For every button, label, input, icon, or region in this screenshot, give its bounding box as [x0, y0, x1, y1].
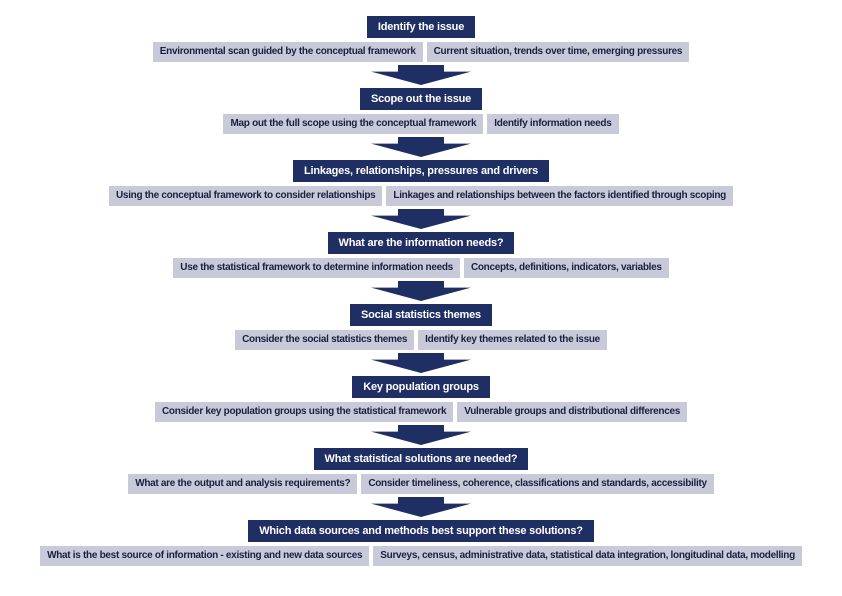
step-title-box: Social statistics themes [350, 304, 492, 326]
step-detail-left: Environmental scan guided by the concept… [152, 42, 423, 62]
down-arrow-icon [371, 65, 471, 85]
step-title-box: Linkages, relationships, pressures and d… [292, 160, 550, 182]
step-detail-right: Consider timeliness, coherence, classifi… [361, 474, 714, 494]
down-arrow-icon [371, 137, 471, 157]
flow-step-social-themes: Social statistics themes Consider the so… [235, 304, 607, 350]
step-details: Consider the social statistics themes Id… [235, 330, 607, 350]
step-details: Consider key population groups using the… [154, 402, 688, 422]
flow-step-linkages: Linkages, relationships, pressures and d… [109, 160, 733, 206]
flow-step-data-sources: Which data sources and methods best supp… [40, 520, 802, 566]
step-detail-left: Consider the social statistics themes [235, 330, 415, 350]
step-detail-left: Map out the full scope using the concept… [223, 114, 484, 134]
step-detail-right: Vulnerable groups and distributional dif… [457, 402, 688, 422]
flow-step-population-groups: Key population groups Consider key popul… [154, 376, 688, 422]
step-detail-right: Identify key themes related to the issue [418, 330, 607, 350]
step-detail-left: Using the conceptual framework to consid… [109, 186, 383, 206]
flow-step-information-needs: What are the information needs? Use the … [173, 232, 669, 278]
down-arrow-icon [371, 281, 471, 301]
step-title-box: Identify the issue [366, 16, 476, 38]
flow-step-identify-issue: Identify the issue Environmental scan gu… [152, 16, 690, 62]
process-flowchart: Identify the issue Environmental scan gu… [40, 16, 802, 566]
step-title-box: Key population groups [352, 376, 490, 398]
step-details: What is the best source of information -… [40, 546, 802, 566]
flow-step-statistical-solutions: What statistical solutions are needed? W… [128, 448, 714, 494]
step-details: Use the statistical framework to determi… [173, 258, 669, 278]
step-details: Environmental scan guided by the concept… [152, 42, 690, 62]
step-title-box: What are the information needs? [327, 232, 515, 254]
step-title-box: Scope out the issue [359, 88, 483, 110]
step-title-box: Which data sources and methods best supp… [248, 520, 594, 542]
down-arrow-icon [371, 497, 471, 517]
step-detail-right: Identify information needs [487, 114, 619, 134]
down-arrow-icon [371, 353, 471, 373]
flow-step-scope-issue: Scope out the issue Map out the full sco… [223, 88, 619, 134]
step-detail-left: What is the best source of information -… [40, 546, 370, 566]
step-detail-right: Surveys, census, administrative data, st… [373, 546, 802, 566]
step-detail-left: Use the statistical framework to determi… [173, 258, 460, 278]
step-detail-left: Consider key population groups using the… [154, 402, 454, 422]
down-arrow-icon [371, 425, 471, 445]
step-title-box: What statistical solutions are needed? [313, 448, 529, 470]
step-detail-right: Concepts, definitions, indicators, varia… [463, 258, 669, 278]
step-details: What are the output and analysis require… [128, 474, 714, 494]
down-arrow-icon [371, 209, 471, 229]
step-detail-right: Linkages and relationships between the f… [386, 186, 733, 206]
step-detail-left: What are the output and analysis require… [128, 474, 358, 494]
step-details: Using the conceptual framework to consid… [109, 186, 733, 206]
step-detail-right: Current situation, trends over time, eme… [426, 42, 690, 62]
step-details: Map out the full scope using the concept… [223, 114, 619, 134]
